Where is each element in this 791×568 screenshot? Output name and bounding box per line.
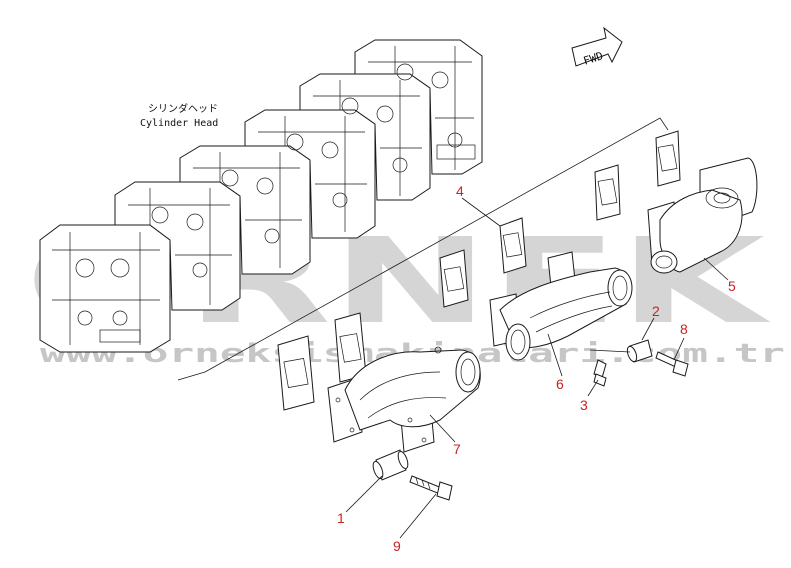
callout-part-4: 4	[456, 183, 464, 199]
gasket	[655, 130, 681, 187]
gasket	[499, 217, 527, 274]
exhaust-manifold-rear	[647, 157, 758, 274]
callout-part-9: 9	[393, 538, 401, 554]
callout-part-1: 1	[337, 510, 345, 526]
gasket	[277, 335, 315, 411]
callout-part-7: 7	[453, 441, 461, 457]
leader-part-9	[399, 493, 437, 539]
leader-part-7	[429, 414, 456, 443]
gasket-alignment-line-end	[177, 371, 206, 381]
exhaust-manifold-front	[327, 346, 481, 453]
callout-part-6: 6	[556, 376, 564, 392]
leader-part-2	[641, 317, 655, 341]
leader-part-5	[703, 257, 729, 281]
fwd-arrow: FWD	[571, 26, 623, 68]
leader-spacer-axis	[589, 349, 631, 353]
bolt-medium	[655, 351, 689, 377]
bolt-long	[409, 475, 453, 501]
head-block-6	[354, 39, 483, 175]
head-block-3	[179, 145, 311, 275]
leader-part-4	[461, 197, 501, 227]
leader-part-1	[345, 475, 383, 513]
cylinder-head-assembly	[39, 39, 483, 353]
spacer	[626, 339, 653, 363]
gasket	[439, 249, 469, 308]
callout-part-2: 2	[652, 303, 660, 319]
exhaust-manifold-middle	[489, 251, 633, 361]
leader-part-6	[547, 333, 563, 377]
leader-part-3	[587, 379, 599, 397]
sleeve	[372, 449, 409, 481]
gasket	[594, 164, 621, 221]
cylinder-head-label-jp: シリンダヘッド	[148, 102, 218, 115]
cylinder-head-caption: シリンダヘッド Cylinder Head	[140, 102, 218, 129]
leader-lines	[345, 197, 729, 539]
callout-part-8: 8	[680, 321, 688, 337]
callout-part-5: 5	[728, 278, 736, 294]
fwd-label: FWD	[582, 49, 605, 68]
head-block-1	[39, 224, 171, 353]
leader-part-8	[673, 337, 685, 361]
gaskets	[277, 130, 681, 411]
cylinder-head-label-en: Cylinder Head	[140, 118, 218, 129]
callout-part-3: 3	[580, 397, 588, 413]
part-callouts: 1 2 3 4 5 6 7 8 9	[337, 183, 736, 554]
gasket-alignment-line	[204, 117, 669, 373]
bolt-short	[593, 359, 607, 387]
